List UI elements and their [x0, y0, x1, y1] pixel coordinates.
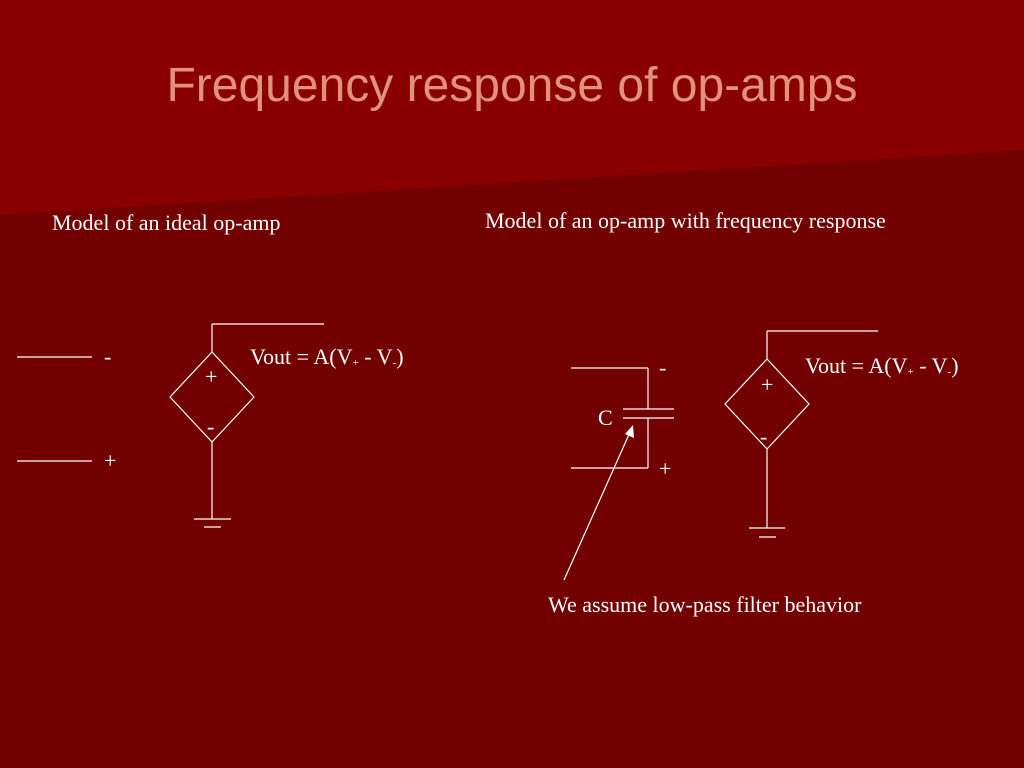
freq-input-minus-label: - — [659, 355, 667, 380]
freq-output-equation: Vout = A(V+ - V-) — [805, 353, 959, 378]
freq-source-minus-label: - — [760, 424, 768, 449]
slide-title: Frequency response of op-amps — [166, 59, 858, 112]
freq-input-plus-label: + — [659, 456, 672, 481]
ideal-source-minus-label: - — [207, 414, 215, 439]
ideal-input-minus-label: - — [104, 344, 112, 369]
ideal-source-plus-label: + — [205, 364, 218, 389]
freq-model-caption: Model of an op-amp with frequency respon… — [485, 208, 886, 233]
ideal-dependent-source — [169, 351, 255, 443]
ideal-input-plus-label: + — [104, 448, 117, 473]
freq-source-plus-label: + — [761, 372, 774, 397]
low-pass-annotation: We assume low-pass filter behavior — [548, 592, 862, 617]
header-band — [0, 0, 1024, 215]
capacitor-label: C — [598, 405, 613, 430]
annotation-arrow-line — [563, 429, 632, 581]
freq-dependent-source — [724, 358, 810, 450]
ideal-output-equation: Vout = A(V+ - V-) — [250, 344, 404, 369]
annotation-arrow-head — [625, 425, 634, 438]
ideal-model-caption: Model of an ideal op-amp — [52, 210, 281, 235]
